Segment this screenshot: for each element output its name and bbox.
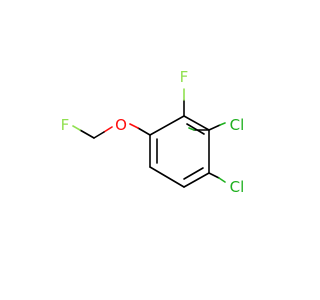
bond-c4-cl-black (208, 172, 220, 179)
bond-c3-cl-colored-2 (219, 122, 226, 126)
atom-labels: F Cl Cl O F (61, 68, 245, 196)
bond-ring-c2-c3 (183, 115, 210, 131)
bond-c1-o-black (137, 127, 151, 136)
bond-c1-o-colored (129, 123, 139, 129)
atom-oxygen: O (115, 116, 127, 134)
bond-ring-c4-c5 (183, 172, 210, 188)
bond-ring-c1-c2 (149, 115, 185, 136)
atom-fluorine-methyl: F (61, 116, 70, 134)
bonds (72, 88, 226, 188)
molecule-diagram: F Cl Cl O F (61, 68, 245, 196)
bond-c4-cl-colored (218, 177, 226, 183)
bond-ch2-f-colored (72, 125, 81, 131)
atom-chlorine-upper: Cl (230, 116, 245, 134)
bond-o-ch2-colored (103, 126, 113, 133)
atom-chlorine-lower: Cl (230, 178, 245, 196)
bond-c3-cl-colored (188, 127, 195, 131)
bond-ring-c2-c3-inner (186, 123, 205, 135)
bond-c3-cl-black-2 (208, 124, 221, 131)
atom-fluorine-ring: F (180, 68, 189, 86)
structure-canvas: F Cl Cl O F (61, 68, 245, 196)
bond-ring-c4-c5-inner (183, 167, 204, 180)
bond-ch2-f-black (79, 129, 95, 139)
bond-o-ch2-black (93, 131, 105, 139)
bond-ring-c5-c6 (149, 166, 185, 188)
